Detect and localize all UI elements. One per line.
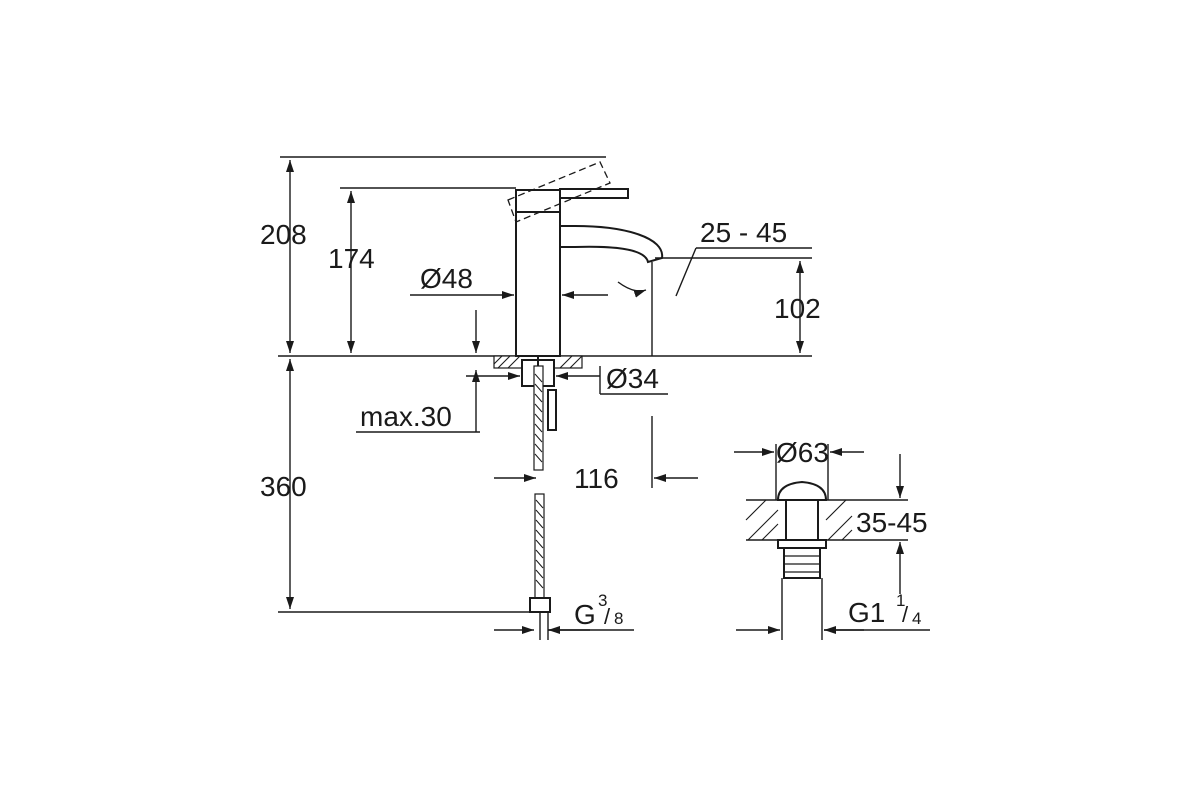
dim-spout-reach: 116 — [574, 463, 619, 494]
braid-pattern-lower — [535, 499, 544, 589]
waste-thread-body — [783, 547, 821, 579]
fraction-slash-hose: / — [604, 604, 611, 629]
faucet-assembly — [278, 156, 812, 640]
waste-assembly — [745, 444, 854, 640]
dim-hose-thread-den: 8 — [614, 609, 623, 628]
angle-arc — [617, 281, 647, 298]
dim-hose-thread-num: 3 — [598, 591, 607, 610]
angle-leader — [675, 247, 697, 297]
dim-overall-height: 208 — [260, 219, 307, 250]
waste-deck-hatching — [745, 499, 854, 541]
dim-waste-thread-base: G1 — [848, 597, 885, 628]
dim-spout-height: 102 — [774, 293, 821, 324]
dim-below-deck: 360 — [260, 471, 307, 502]
braided-hose-lower — [534, 493, 545, 599]
waste-body — [785, 499, 819, 541]
waste-nut — [777, 539, 827, 549]
fraction-slash-waste: / — [902, 602, 909, 627]
braid-pattern-upper — [534, 373, 543, 463]
dim-spout-angle: 25 - 45 — [700, 217, 787, 248]
lever-open-position — [507, 161, 611, 223]
dim-waste-deck-range: 35-45 — [856, 507, 928, 538]
lever-cap — [515, 189, 561, 213]
threaded-rod — [547, 389, 557, 431]
dim-body-diameter: Ø48 — [420, 263, 473, 294]
faucet-body — [515, 211, 561, 357]
handle-lever — [559, 188, 629, 199]
hose-nut — [529, 597, 551, 613]
waste-cap — [776, 480, 828, 501]
dim-waste-diameter: Ø63 — [776, 437, 829, 468]
spout — [559, 225, 664, 264]
dim-max-deck: max.30 — [360, 401, 452, 432]
dim-hose-thread-base: G — [574, 599, 596, 630]
dim-waste-thread-den: 4 — [912, 609, 921, 628]
dim-body-height: 174 — [328, 243, 375, 274]
dim-hole-diameter: Ø34 — [606, 363, 659, 394]
waste-threads — [784, 555, 820, 573]
dim-waste-thread-num: 1 — [896, 591, 905, 610]
